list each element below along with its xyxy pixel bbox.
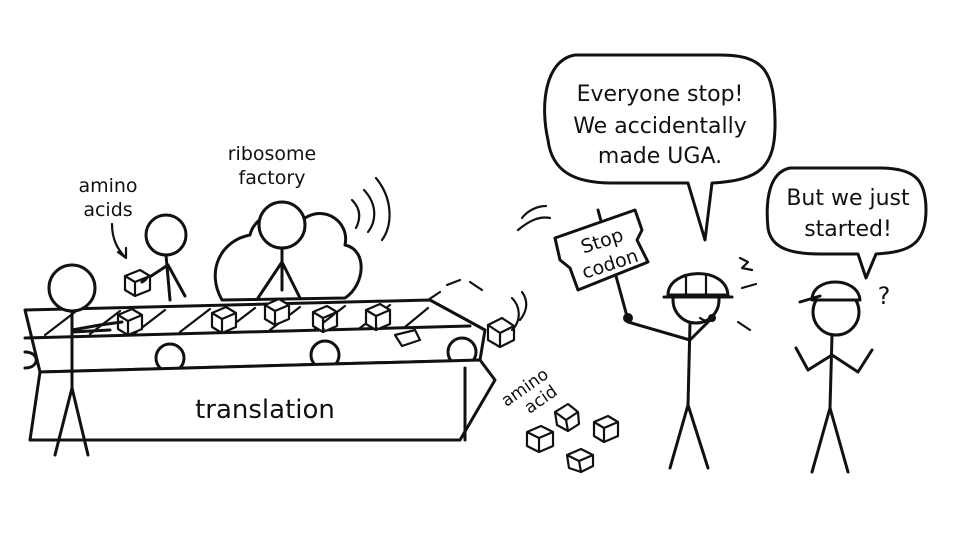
amino-acid-cube — [486, 316, 516, 349]
speech-bubble-left: Everyone stop! We accidentally made UGA. — [543, 53, 777, 242]
amino-acids-label-2: acids — [83, 199, 132, 221]
amino-acid-cube — [263, 297, 291, 327]
speech-left-line-2: We accidentally — [573, 114, 747, 139]
amino-acids-label-1: amino — [78, 175, 137, 197]
falling-cubes — [525, 402, 620, 474]
motion-lines — [350, 176, 552, 332]
conveyor-belt — [23, 278, 497, 442]
amino-acid-cube — [210, 305, 238, 335]
amino-acid-cube — [116, 307, 144, 337]
worker-amino-acids — [123, 213, 188, 302]
amino-acid-cube — [525, 424, 555, 454]
amino-acid-cube — [565, 447, 595, 474]
ribosome-label-1: ribosome — [228, 143, 317, 165]
ribosome-worker — [256, 200, 307, 300]
cap-wearer: ? — [794, 280, 891, 474]
speech-left-line-1: Everyone stop! — [577, 82, 744, 107]
amino-acid-cube — [553, 402, 581, 433]
worker-left — [47, 263, 124, 457]
speech-bubble-right: But we just started! — [765, 166, 928, 280]
translation-label: translation — [195, 395, 335, 425]
amino-acid-cube — [311, 304, 339, 334]
amino-acid-cube — [592, 414, 620, 444]
question-mark: ? — [878, 282, 891, 310]
speech-left-line-3: made UGA. — [598, 144, 722, 169]
amino-acid-cube — [123, 268, 152, 298]
speech-right-line-1: But we just — [786, 186, 910, 211]
belt-cubes — [116, 297, 516, 349]
ribosome-label-2: factory — [239, 167, 306, 189]
amino-acids-arrow — [110, 222, 128, 260]
amino-acid-cube — [364, 302, 392, 332]
sign-holder: Stop codon — [553, 208, 758, 470]
speech-right-line-2: started! — [804, 217, 892, 242]
